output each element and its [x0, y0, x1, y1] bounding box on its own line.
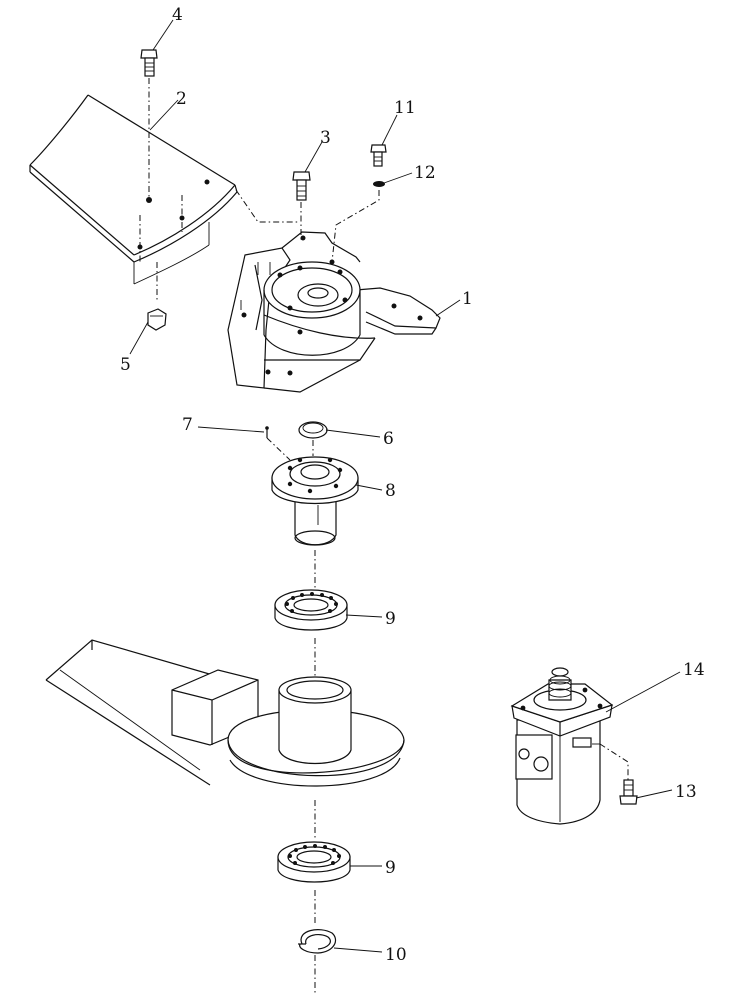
callout-6: 6 [383, 429, 394, 449]
gearbox-housing-part-1 [227, 231, 441, 393]
blade-disc [45, 639, 405, 787]
callout-12: 12 [414, 163, 436, 183]
hub-spindle-part-8 [271, 456, 359, 546]
callout-14: 14 [683, 660, 705, 680]
callout-7: 7 [182, 415, 193, 435]
leader-lines [129, 19, 681, 953]
bearing-part-9-upper [274, 589, 348, 631]
hydraulic-motor-part-14 [510, 667, 629, 825]
callout-13: 13 [675, 782, 697, 802]
callout-11: 11 [394, 98, 416, 118]
callout-9-upper: 9 [385, 609, 396, 629]
nut-part-5 [147, 308, 167, 331]
grease-fitting-part-7 [265, 426, 291, 461]
callout-2: 2 [176, 89, 187, 109]
bolt-part-3 [292, 171, 311, 240]
callout-4: 4 [172, 5, 183, 25]
callout-3: 3 [320, 128, 331, 148]
deflector-plate-part-2 [29, 94, 300, 300]
lock-washer-part-12 [331, 181, 385, 263]
bolt-part-13 [619, 779, 638, 805]
callout-labels: 4 2 3 11 12 1 5 7 6 8 9 14 13 9 10 [120, 5, 705, 965]
bearing-part-9-lower [277, 841, 351, 883]
callout-10: 10 [385, 945, 407, 965]
cap-part-6 [298, 421, 328, 456]
bolt-part-4 [140, 49, 158, 200]
callout-8: 8 [385, 481, 396, 501]
callout-1: 1 [462, 289, 473, 309]
snap-ring-part-10 [298, 929, 337, 954]
callout-9-lower: 9 [385, 858, 396, 878]
bolt-part-11 [370, 144, 387, 167]
callout-5: 5 [120, 355, 131, 375]
